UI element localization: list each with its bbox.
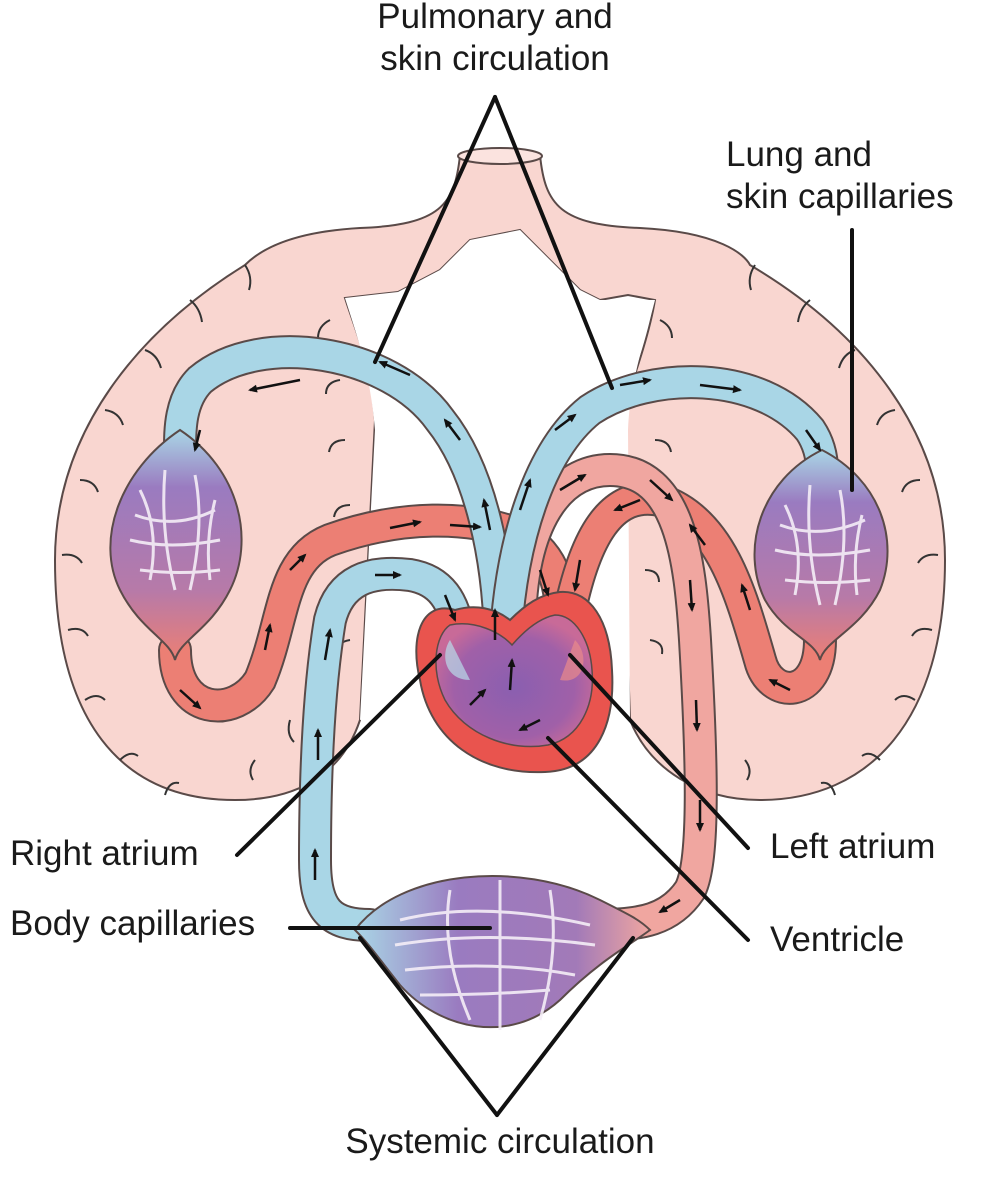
flow-arrows <box>179 360 822 914</box>
label-lung-line2: skin capillaries <box>726 177 954 216</box>
label-systemic-circulation: Systemic circulation <box>345 1122 655 1161</box>
label-ventricle: Ventricle <box>770 920 905 959</box>
heart-chambers <box>435 614 594 748</box>
label-body-capillaries: Body capillaries <box>10 904 256 943</box>
label-pulmonary-circulation: Pulmonary and skin circulation <box>330 0 660 80</box>
label-lung-capillaries: Lung and skin capillaries <box>726 134 954 218</box>
label-lung-line1: Lung and <box>726 135 872 174</box>
deoxygenated-vessels <box>163 335 839 942</box>
label-right-atrium: Right atrium <box>10 834 199 873</box>
body-capillary-bed <box>353 875 652 1030</box>
left-lung-capillary-bed <box>109 428 243 661</box>
right-lung-capillary-bed <box>753 448 889 661</box>
heart <box>415 590 614 774</box>
label-pulmonary-line2: skin circulation <box>380 39 610 78</box>
label-pulmonary-line1: Pulmonary and <box>377 0 613 36</box>
label-left-atrium: Left atrium <box>770 827 936 866</box>
pointer-lines <box>235 95 854 1117</box>
